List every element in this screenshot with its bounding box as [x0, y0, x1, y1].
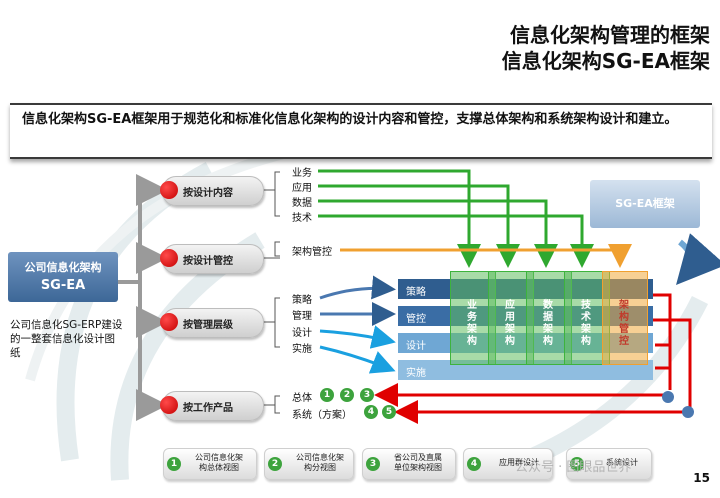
product-label: 应用群设计 [499, 458, 539, 467]
item-business: 业务 [292, 168, 312, 179]
number-badge-3: 3 [360, 388, 374, 402]
product-box-3: 3 省公司及直属单位架构视图 [362, 448, 456, 480]
sgea-frame-box: SG-EA框架 [590, 180, 700, 228]
product-label: 公司信息化架构分视图 [296, 453, 344, 472]
category-label: 按设计管控 [183, 256, 233, 267]
item-system-plan: 系统（方案） [292, 410, 352, 421]
title-line-1: 信息化架构管理的框架 [510, 23, 710, 47]
red-dot-icon [160, 181, 178, 199]
root-line-1: 公司信息化架构 [24, 261, 102, 274]
item-overall: 总体 [292, 393, 312, 404]
red-dot-icon [160, 396, 178, 414]
product-box-1: 1 公司信息化架构总体视图 [163, 448, 257, 480]
band-label: 实施 [406, 368, 426, 379]
number-badge-4: 4 [364, 405, 378, 419]
category-work-product: 按工作产品 [160, 391, 264, 421]
column-architecture-control [602, 271, 648, 365]
red-dot-icon [160, 249, 178, 267]
number-badge-5: 5 [382, 405, 396, 419]
category-design-control: 按设计管控 [160, 244, 264, 274]
category-label: 按管理层级 [183, 320, 233, 331]
category-label: 按设计内容 [183, 188, 233, 199]
statement-box [10, 103, 712, 159]
band-label: 管控 [406, 314, 426, 325]
number-badge-1: 1 [320, 388, 334, 402]
column-label-application: 应用架构 [505, 300, 515, 347]
product-box-2: 2 公司信息化架构分视图 [264, 448, 354, 480]
item-strategy: 策略 [292, 295, 312, 306]
number-badge-2: 2 [340, 388, 354, 402]
statement-text: 信息化架构SG-EA框架用于规范化和标准化信息化架构的设计内容和管控，支撑总体架… [22, 112, 678, 127]
column-label-control: 架构管控 [619, 300, 629, 347]
column-label-business: 业务架构 [467, 300, 477, 347]
column-label-data: 数据架构 [543, 300, 553, 347]
band-implementation: 实施 [398, 360, 653, 380]
category-label: 按工作产品 [183, 403, 233, 414]
category-management-level: 按管理层级 [160, 308, 264, 338]
product-number: 5 [570, 457, 584, 471]
product-label: 系统设计 [606, 458, 638, 467]
title-line-2: 信息化架构SG-EA框架 [501, 49, 710, 73]
item-architecture-control: 架构管控 [292, 247, 332, 258]
red-dot-icon [160, 313, 178, 331]
category-design-content: 按设计内容 [160, 176, 264, 206]
root-description: 公司信息化SG-ERP建设的一整套信息化设计图纸 [10, 319, 123, 359]
product-box-5: 5 系统设计 [566, 448, 652, 480]
watermark-text: 公众号 · 图眼品世界 [515, 460, 632, 475]
product-label: 省公司及直属单位架构视图 [394, 453, 442, 472]
item-implementation: 实施 [292, 344, 312, 355]
item-technology: 技术 [292, 213, 312, 224]
product-number: 3 [366, 457, 380, 471]
root-line-2: SG-EA [40, 278, 86, 293]
product-box-4: 4 应用群设计 [463, 448, 553, 480]
product-number: 2 [268, 457, 282, 471]
item-management: 管理 [292, 311, 312, 322]
item-application: 应用 [292, 183, 312, 194]
root-node-sgea: 公司信息化架构 SG-EA [8, 252, 118, 302]
page-number: 15 [693, 471, 710, 485]
product-number: 1 [167, 457, 181, 471]
band-label: 策略 [406, 287, 426, 298]
product-number: 4 [467, 457, 481, 471]
item-design: 设计 [292, 328, 312, 339]
item-data: 数据 [292, 198, 312, 209]
band-label: 设计 [406, 341, 426, 352]
column-label-technology: 技术架构 [581, 300, 591, 347]
product-label: 公司信息化架构总体视图 [195, 453, 243, 472]
